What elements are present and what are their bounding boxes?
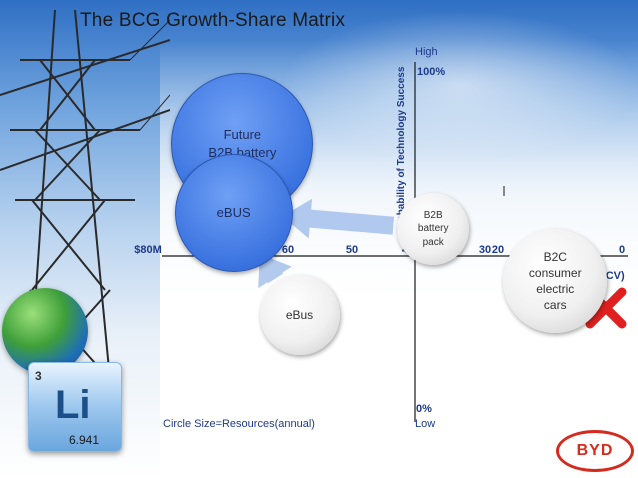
bubble-label: B2B battery pack: [417, 209, 449, 248]
bubble-ebus: eBus: [259, 275, 340, 356]
bubble-label: eBus: [285, 308, 314, 323]
bubble-label: eBUS: [216, 205, 251, 221]
x-tick-label: 30: [479, 244, 491, 256]
x-tick-label: $80M: [134, 244, 162, 256]
size-note: Circle Size=Resources(annual): [163, 418, 315, 430]
globe-icon: [2, 288, 88, 374]
byd-logo: BYD: [556, 430, 634, 472]
slide-title: The BCG Growth-Share Matrix: [80, 10, 346, 31]
x-tick-label: 50: [346, 244, 358, 256]
x-tick-label: 60: [282, 244, 294, 256]
y-top-percent: 100%: [417, 66, 446, 78]
atomic-number: 3: [35, 369, 42, 383]
element-symbol: Li: [55, 383, 91, 427]
y-low-label: Low: [415, 418, 436, 430]
bubble-label: B2C consumer electric cars: [528, 249, 582, 313]
x-tick-label: 20: [492, 244, 504, 256]
y-bottom-percent: 0%: [416, 403, 432, 415]
x-tick-label: 0: [619, 244, 625, 256]
arrow: [258, 253, 292, 289]
bubble-ebus: eBUS: [174, 153, 293, 272]
atomic-mass: 6.941: [69, 433, 100, 447]
y-high-label: High: [415, 46, 438, 58]
arrow: [282, 198, 395, 239]
bubble-b2c-consumer-electric-cars: B2C consumer electric cars: [503, 228, 608, 333]
bubble-b2b-battery-pack: B2B battery pack: [397, 193, 470, 266]
lithium-element-tile: 3 Li 6.941: [28, 362, 122, 452]
arrow-layer: [258, 198, 395, 289]
